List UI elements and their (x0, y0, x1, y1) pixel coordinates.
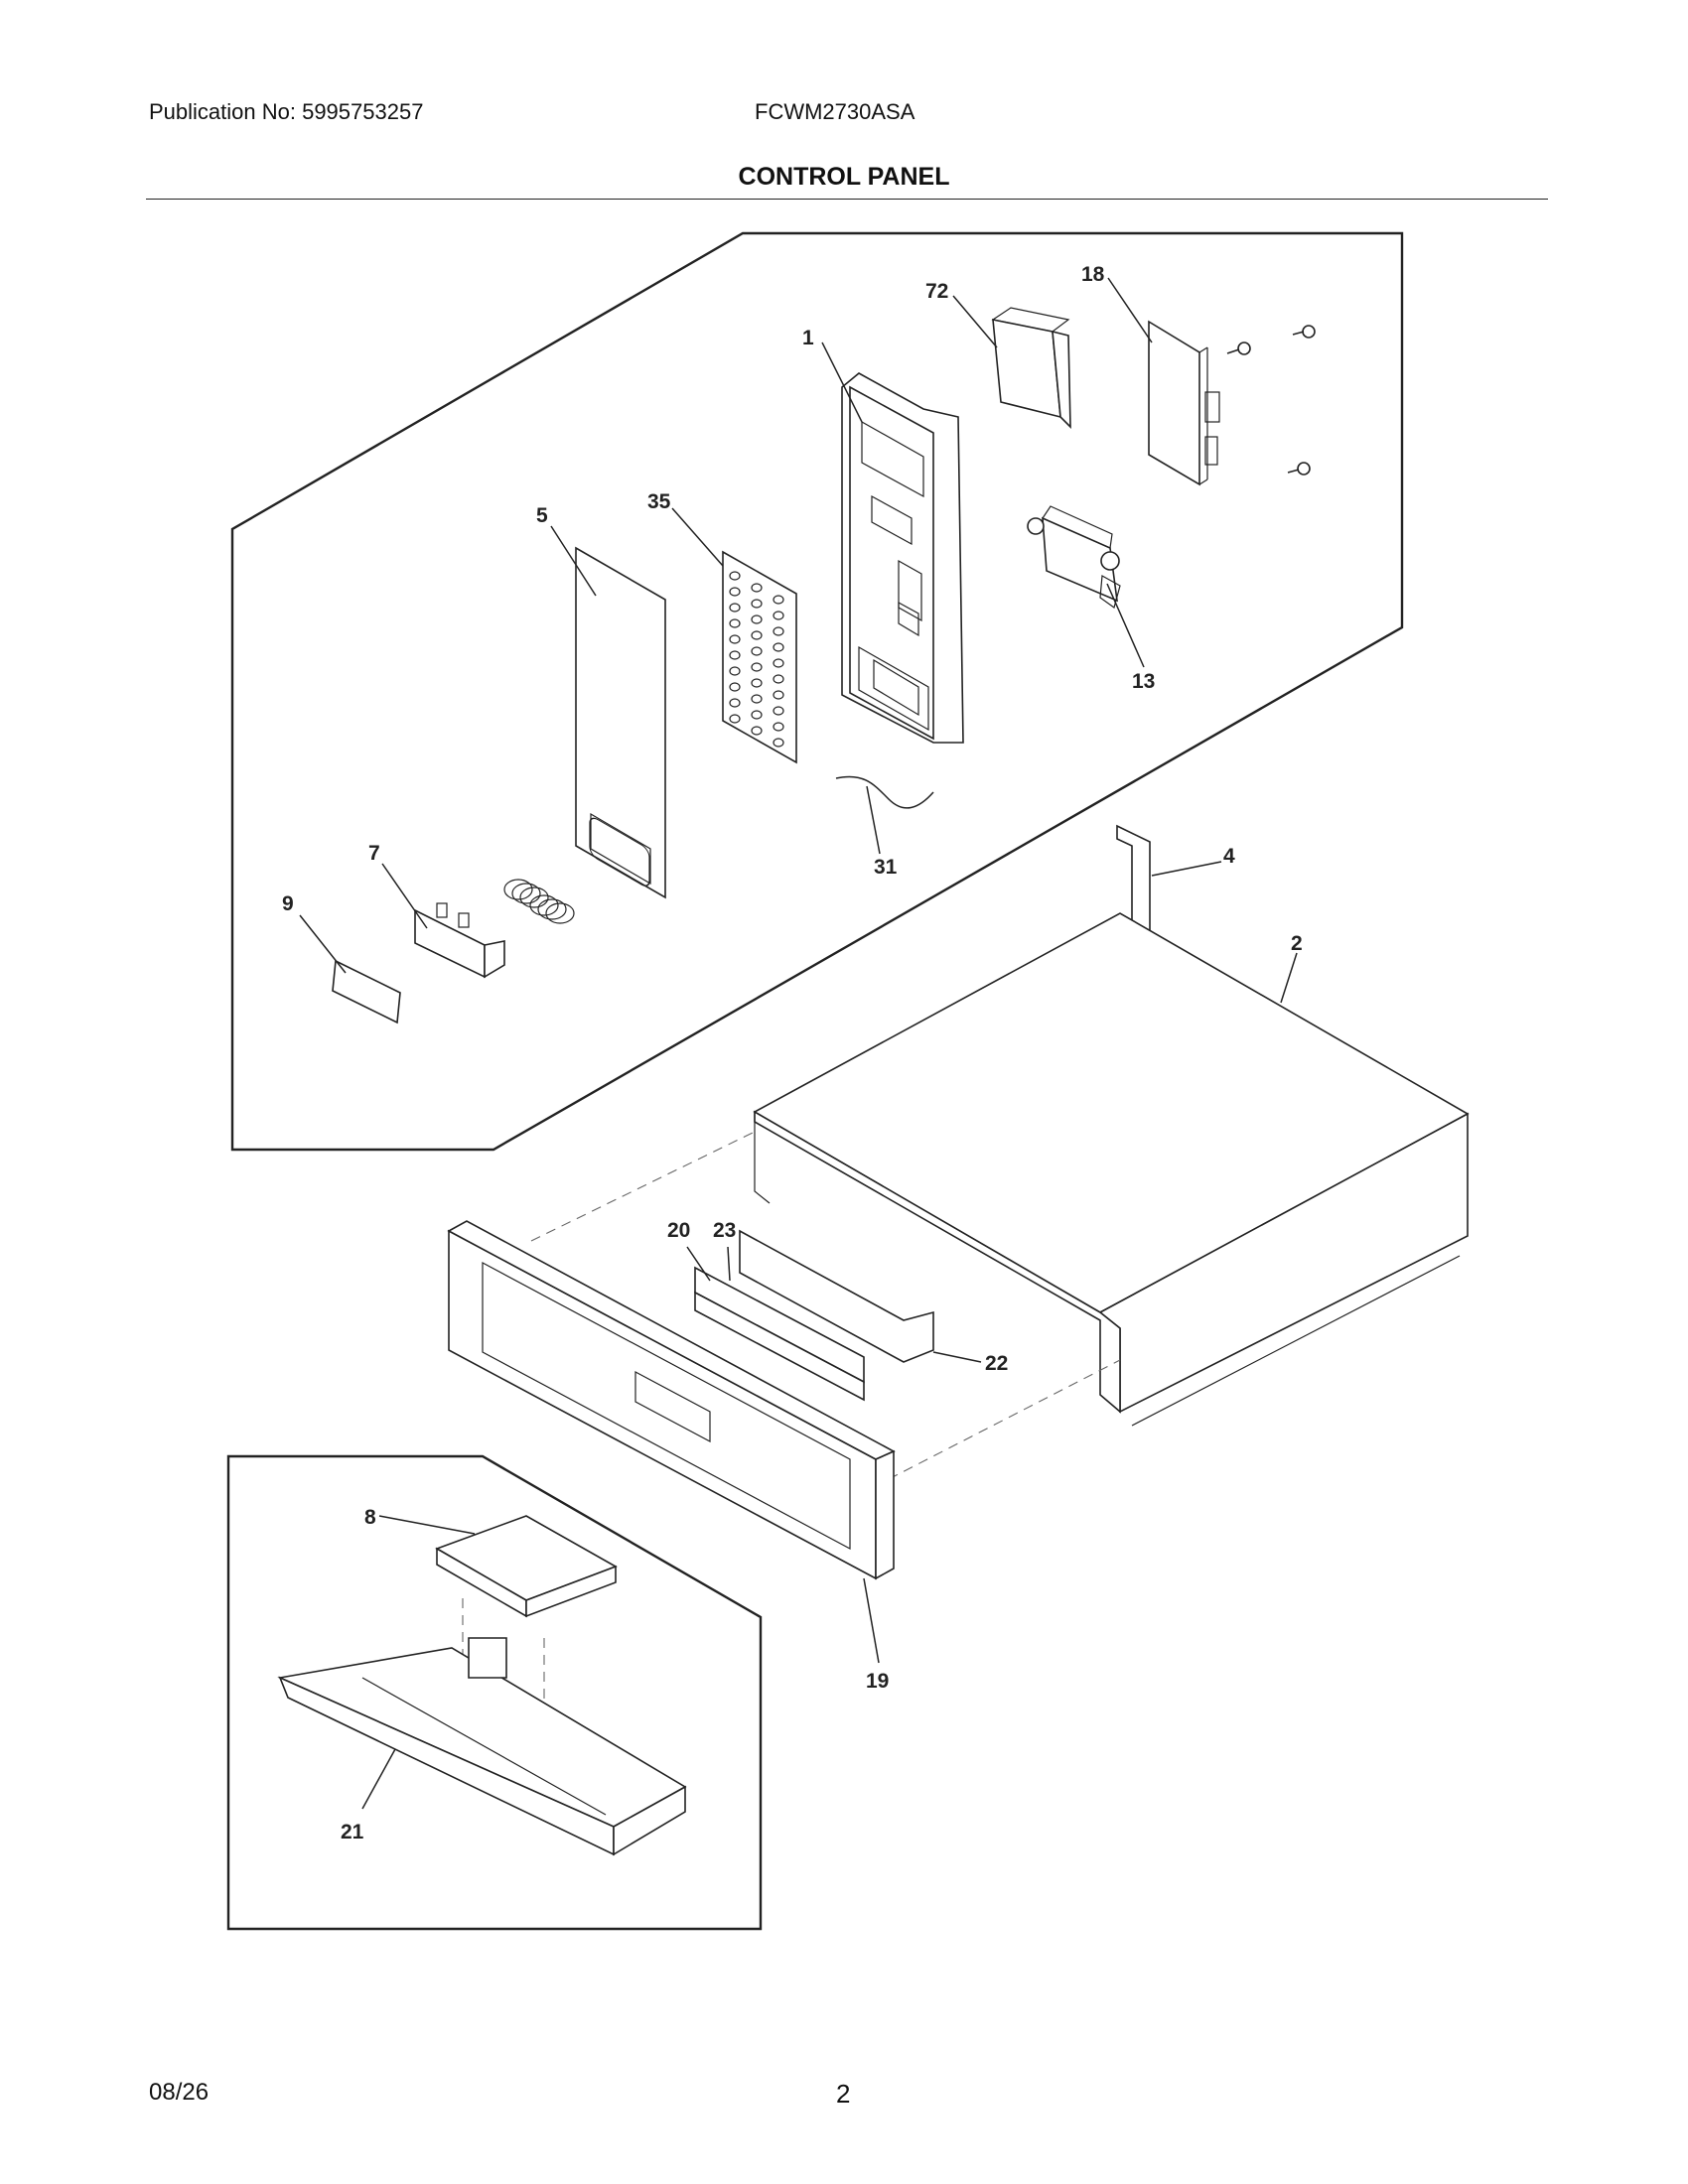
keypad-dot (773, 658, 784, 668)
part-1-housing (841, 372, 964, 744)
part-13-latch (1027, 505, 1121, 609)
leader-72 (952, 295, 998, 348)
callout-1: 1 (802, 327, 814, 349)
keypad-dot (729, 571, 741, 581)
keypad-dot (751, 614, 763, 624)
callout-23: 23 (713, 1219, 736, 1242)
leader-2 (1280, 952, 1298, 1004)
callout-22: 22 (985, 1352, 1008, 1375)
callout-35: 35 (647, 490, 671, 513)
keypad-dot (751, 583, 763, 593)
callout-4: 4 (1223, 845, 1235, 868)
keypad-dot (729, 603, 741, 613)
keypad-dot (729, 714, 741, 724)
keypad-dot (773, 722, 784, 732)
part-31-wire (835, 775, 934, 809)
leader-20 (686, 1246, 711, 1282)
leader-5 (550, 525, 597, 597)
part-7-button (414, 902, 505, 979)
keypad-dot (773, 611, 784, 620)
leader-1 (821, 341, 863, 423)
keypad-dot (729, 650, 741, 660)
callout-31: 31 (874, 856, 898, 879)
leader-35 (671, 507, 724, 567)
hidden-line (530, 1131, 756, 1242)
part-21-plate (277, 1637, 687, 1856)
part-18-board (1148, 320, 1316, 486)
callout-2: 2 (1291, 932, 1303, 955)
part-35-keypad (722, 550, 797, 764)
keypad-dot (729, 587, 741, 597)
keypad-dot (751, 694, 763, 704)
keypad-dot (773, 706, 784, 716)
leader-13 (1106, 583, 1145, 668)
callout-21: 21 (341, 1821, 364, 1843)
keypad-dot (773, 626, 784, 636)
part-19-console (447, 1220, 896, 1580)
springs (503, 879, 575, 924)
callout-18: 18 (1081, 263, 1105, 286)
keypad-dot (729, 634, 741, 644)
keypad-dot (773, 674, 784, 684)
keypad-dot (773, 595, 784, 605)
leader-9 (299, 914, 347, 974)
callout-19: 19 (866, 1670, 889, 1693)
leader-23 (727, 1246, 731, 1282)
callout-13: 13 (1132, 670, 1155, 693)
leader-4 (1151, 861, 1222, 877)
keypad-dot (751, 726, 763, 736)
upper-detail-frame (230, 231, 1404, 1152)
keypad-dot (751, 599, 763, 609)
header-rule (146, 199, 1548, 200)
leader-7 (381, 863, 428, 929)
part-9-lens (332, 959, 401, 1024)
hidden-line (888, 1359, 1121, 1480)
keypad-dot (773, 642, 784, 652)
part-2-cabinet (753, 912, 1470, 1427)
leader-18 (1107, 277, 1153, 343)
leader-21 (361, 1748, 396, 1810)
keypad-dot (729, 666, 741, 676)
model-number: FCWM2730ASA (755, 99, 915, 124)
callout-9: 9 (282, 892, 294, 915)
lower-detail-frame (226, 1454, 763, 1931)
keypad-dot (729, 618, 741, 628)
callout-5: 5 (536, 504, 548, 527)
keypad-dot (751, 678, 763, 688)
publication-number: Publication No: 5995753257 (149, 99, 424, 124)
callout-7: 7 (368, 842, 380, 865)
callout-72: 72 (925, 280, 948, 303)
page-title: CONTROL PANEL (738, 163, 950, 191)
part-5-overlay (575, 546, 666, 899)
keypad-dot (773, 690, 784, 700)
page-number: 2 (836, 2079, 851, 2109)
part-22-bracket (739, 1229, 934, 1363)
leader-8 (378, 1515, 476, 1535)
callout-20: 20 (667, 1219, 690, 1242)
keypad-dot (773, 738, 784, 748)
publication-date: 08/26 (149, 2079, 210, 2106)
keypad-dot (751, 662, 763, 672)
part-72-module (991, 307, 1071, 429)
keypad-dot (751, 646, 763, 656)
part-20-board (694, 1266, 865, 1402)
keypad-dot (729, 698, 741, 708)
leader-19 (863, 1577, 880, 1664)
leader-22 (932, 1351, 982, 1363)
keypad-dot (751, 630, 763, 640)
part-8-pcb (435, 1515, 618, 1618)
leader-31 (866, 785, 881, 855)
keypad-dot (751, 710, 763, 720)
keypad-dot (729, 682, 741, 692)
callout-8: 8 (364, 1506, 376, 1529)
